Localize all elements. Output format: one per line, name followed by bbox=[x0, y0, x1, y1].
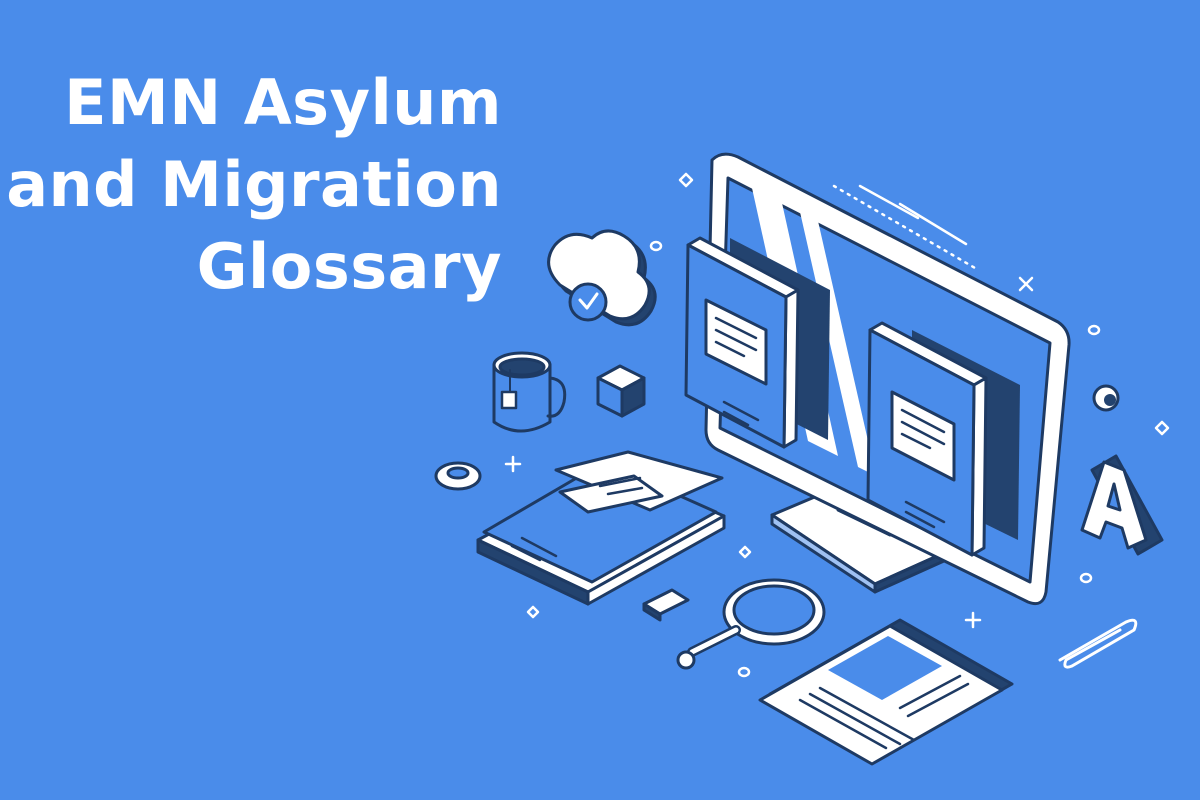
cube-icon bbox=[596, 364, 646, 418]
ring-icon bbox=[434, 461, 482, 491]
book-icon bbox=[476, 450, 726, 606]
page-title: EMN Asylum and Migration Glossary bbox=[6, 62, 502, 308]
eraser-icon bbox=[642, 588, 690, 622]
magnifier-icon bbox=[676, 578, 826, 670]
sparkle-icon bbox=[504, 172, 1170, 678]
mug-icon bbox=[492, 351, 567, 433]
dot-icon bbox=[1092, 384, 1120, 412]
book-icon bbox=[684, 236, 800, 449]
document-icon bbox=[758, 618, 1014, 766]
monitor-icon bbox=[704, 152, 1071, 606]
book-icon bbox=[866, 321, 988, 557]
letter-a-tile-icon bbox=[1080, 454, 1164, 556]
title-line-1: EMN Asylum bbox=[64, 66, 502, 139]
cloud-check-icon bbox=[547, 229, 657, 327]
title-line-2: and Migration bbox=[6, 148, 502, 221]
paperclip-icon bbox=[1058, 618, 1138, 669]
title-line-3: Glossary bbox=[196, 230, 502, 303]
